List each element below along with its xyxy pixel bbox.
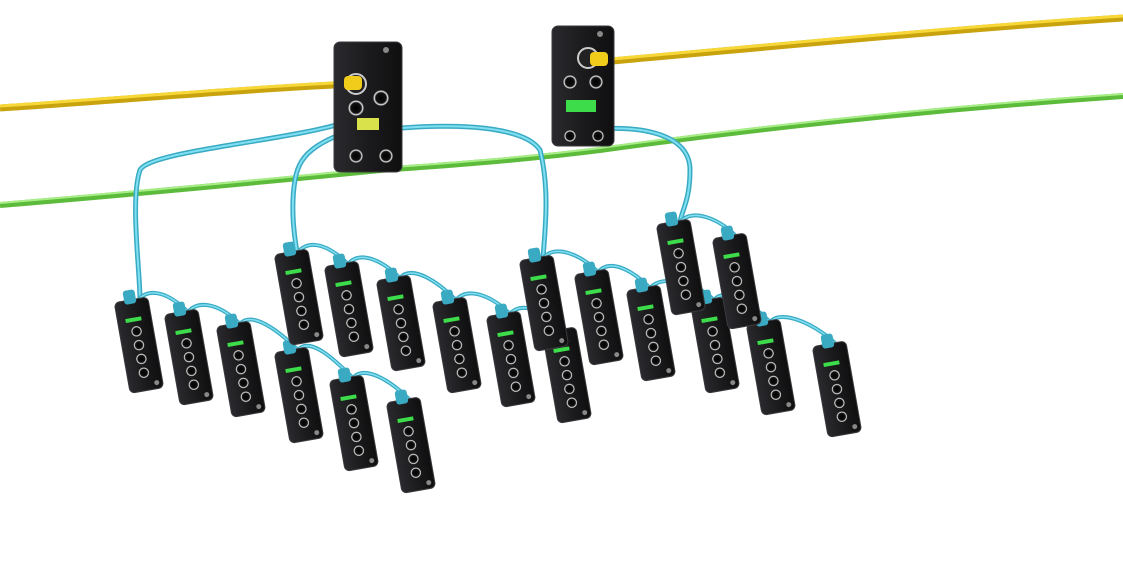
io-link-connector — [394, 389, 408, 405]
master-module-right — [552, 26, 614, 146]
io-link-connector — [440, 289, 454, 305]
io-link-connector — [582, 261, 596, 277]
io-hub — [518, 245, 569, 351]
io-hub — [375, 265, 426, 371]
io-hub — [385, 387, 436, 493]
ethernet-cable-left-hl — [0, 82, 355, 106]
io-hub — [431, 287, 482, 393]
port — [373, 90, 389, 106]
io-hub — [113, 287, 164, 393]
status-display — [566, 100, 596, 112]
power-port — [592, 130, 604, 142]
mounting-hole — [597, 31, 603, 37]
ethernet-connector — [344, 76, 362, 90]
io-link-connector — [122, 289, 136, 305]
io-link-connector — [664, 211, 678, 227]
master-module-body — [552, 26, 614, 146]
io-link-connector — [820, 333, 834, 349]
power-port — [379, 149, 393, 163]
status-display — [357, 118, 379, 130]
ethernet-cable-left — [0, 84, 355, 108]
io-link-connector — [384, 267, 398, 283]
ethernet-cable-right-hl — [600, 16, 1123, 60]
io-hub — [323, 251, 374, 357]
io-link-connector — [282, 241, 296, 257]
io-hub-group — [113, 209, 862, 493]
io-link-connector — [337, 367, 351, 383]
io-link-connector — [634, 277, 648, 293]
power-port — [564, 130, 576, 142]
io-hub — [273, 239, 324, 345]
io-link-connector — [720, 225, 734, 241]
ethernet-connector — [590, 52, 608, 66]
port — [589, 75, 603, 89]
port — [348, 100, 364, 116]
power-port — [349, 149, 363, 163]
io-hub — [811, 331, 862, 437]
io-hub — [163, 299, 214, 405]
io-link-cable — [385, 126, 546, 258]
ethernet-cable-right — [600, 18, 1123, 62]
io-link-connector — [527, 247, 541, 263]
io-hub — [273, 337, 324, 443]
mounting-hole — [383, 47, 389, 53]
io-link-cable-hl — [385, 126, 546, 258]
io-hub — [485, 301, 536, 407]
master-module-left — [334, 42, 402, 172]
port — [563, 75, 577, 89]
io-link-connector — [494, 303, 508, 319]
io-link-connector — [172, 301, 186, 317]
io-link-connector — [332, 253, 346, 269]
io-link-connector — [224, 313, 238, 329]
io-hub — [328, 365, 379, 471]
io-hub — [215, 311, 266, 417]
